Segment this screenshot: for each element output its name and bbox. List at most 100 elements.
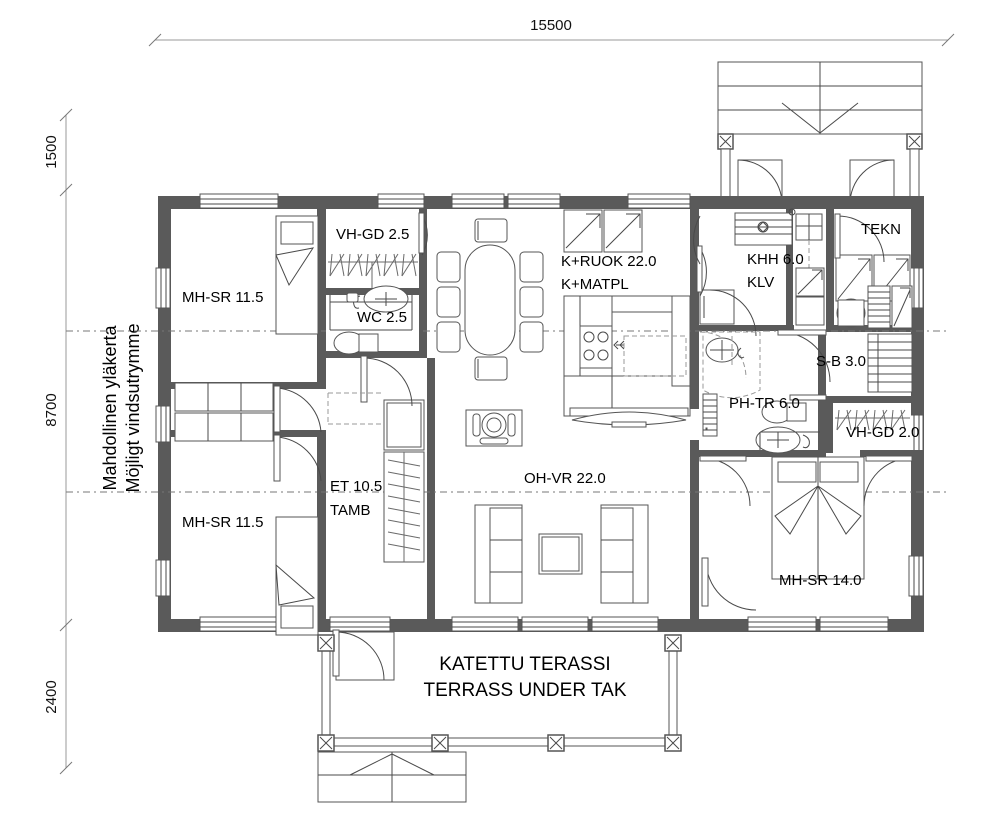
room-ph-tr [702,331,827,454]
door-entry-outside [332,629,395,681]
terrace-label-line-0: KATETTU TERASSI [439,654,610,675]
kitchen [563,209,747,417]
window-bottom-6 [747,616,817,632]
window-top-5 [627,193,691,209]
window-left-3 [155,559,171,597]
door-master-to-living [701,557,757,611]
room-s-b [777,285,913,396]
room-label-vh-gd-2-5: VH-GD 2.5 [336,226,409,243]
window-top-4 [507,193,561,209]
room-khh [693,208,825,337]
window-bottom-4 [521,616,589,632]
window-top-1 [199,193,279,209]
window-bottom-5 [591,616,659,632]
shower-dashed [702,331,761,399]
terrace-label: KATETTU TERASSI TERRASS UNDER TAK [423,654,626,701]
dimension-top: 15500 [148,17,955,47]
room-labels: MH-SR 11.5 MH-SR 11.5 VH-GD 2.5 WC 2.5 E… [182,221,919,589]
attic-note-line-0: Mahdollinen yläkerta [100,324,120,490]
room-label-mh-sr-11-5-bot: MH-SR 11.5 [182,514,263,531]
interior-walls [171,209,924,619]
dimension-left: 1500 8700 2400 [43,108,73,775]
khh-door [693,215,757,337]
attic-note-line-1: Möjligt vindsutrymme [123,323,143,492]
terrace-label-line-1: TERRASS UNDER TAK [423,680,626,701]
closet-vh-gd-20 [833,403,911,450]
tv-unit [569,407,689,428]
window-left-2 [155,405,171,443]
sink-ph [755,426,820,454]
wardrobe-left-mid [174,382,274,442]
room-label-wc-2-5: WC 2.5 [357,309,407,326]
room-label-s-b: S-B 3.0 [816,353,866,370]
room-label-k-matpl: K+MATPL [561,276,629,293]
door-bedroom-top [273,385,322,433]
room-wc-25 [326,285,419,355]
kitchen-upper-cabinets [563,209,643,253]
room-label-tekn: TEKN [861,221,901,238]
room-label-mh-sr-14-0: MH-SR 14.0 [779,572,862,589]
khh-cabinet [795,267,825,326]
window-bottom-2 [329,616,391,632]
door-master-left [699,455,751,507]
closet-vh-gd-25 [326,209,428,288]
room-label-klv: KLV [747,274,774,291]
coffee-table [538,533,583,575]
mirror-ph [705,427,708,430]
washer-dryer-khh [734,212,793,246]
entry-canopy [717,61,923,205]
dimension-top-label: 15500 [530,17,572,34]
tekn-door [834,213,885,263]
room-mh-sr-top [174,215,322,442]
sink-wc [329,285,413,331]
terrace-stairs [317,751,467,803]
window-top-2 [377,193,425,209]
room-label-vh-gd-2-0: VH-GD 2.0 [846,424,919,441]
window-right-3 [908,555,924,597]
dimension-left-label-1: 8700 [43,393,60,426]
hanger-rail-vhgd20 [835,409,910,431]
bed-single-bottom [275,516,319,636]
room-mh-sr-bottom [273,434,322,636]
radiator-ph [702,393,718,437]
entry-floor-dashes [327,392,382,425]
window-top-3 [451,193,505,209]
khh-sink [788,208,823,292]
dimension-left-label-0: 1500 [43,135,60,168]
window-bottom-7 [819,616,889,632]
closet-entry-lower [383,451,425,563]
room-label-oh-vr: OH-VR 22.0 [524,470,606,487]
room-label-k-ruok: K+RUOK 22.0 [561,253,656,270]
hanger-rail-vhgd25 [328,253,418,288]
fridge [699,289,735,325]
sofa-left [474,504,523,604]
attic-note: Mahdollinen yläkerta Möjligt vindsutrymm… [100,323,143,492]
canopy-door-left [737,159,783,205]
closet-entry-upper [383,399,425,451]
bed-single-top [275,215,319,335]
dishwasher-dashed [623,335,687,377]
sauna-benches [867,285,913,393]
room-label-ph-tr: PH-TR 6.0 [729,395,800,412]
room-entry [327,355,425,681]
windows [155,193,924,632]
door-vh-gd-25 [418,212,428,256]
dimension-left-label-2: 2400 [43,680,60,713]
room-label-khh: KHH 6.0 [747,251,804,268]
door-master-right [863,455,913,507]
sauna-door [777,329,831,383]
window-bottom-3 [451,616,519,632]
bed-double [771,456,865,580]
sauna-heater [836,298,866,328]
door-entry-hall [360,355,413,407]
stove [579,325,625,369]
room-label-tamb: TAMB [330,502,371,519]
room-label-mh-sr-11-5-top: MH-SR 11.5 [182,289,263,306]
window-left-1 [155,267,171,309]
dining-set [436,218,544,381]
window-bottom-1 [199,616,279,632]
sofa-right [600,504,649,604]
room-label-et-10-5: ET 10.5 [330,478,382,495]
